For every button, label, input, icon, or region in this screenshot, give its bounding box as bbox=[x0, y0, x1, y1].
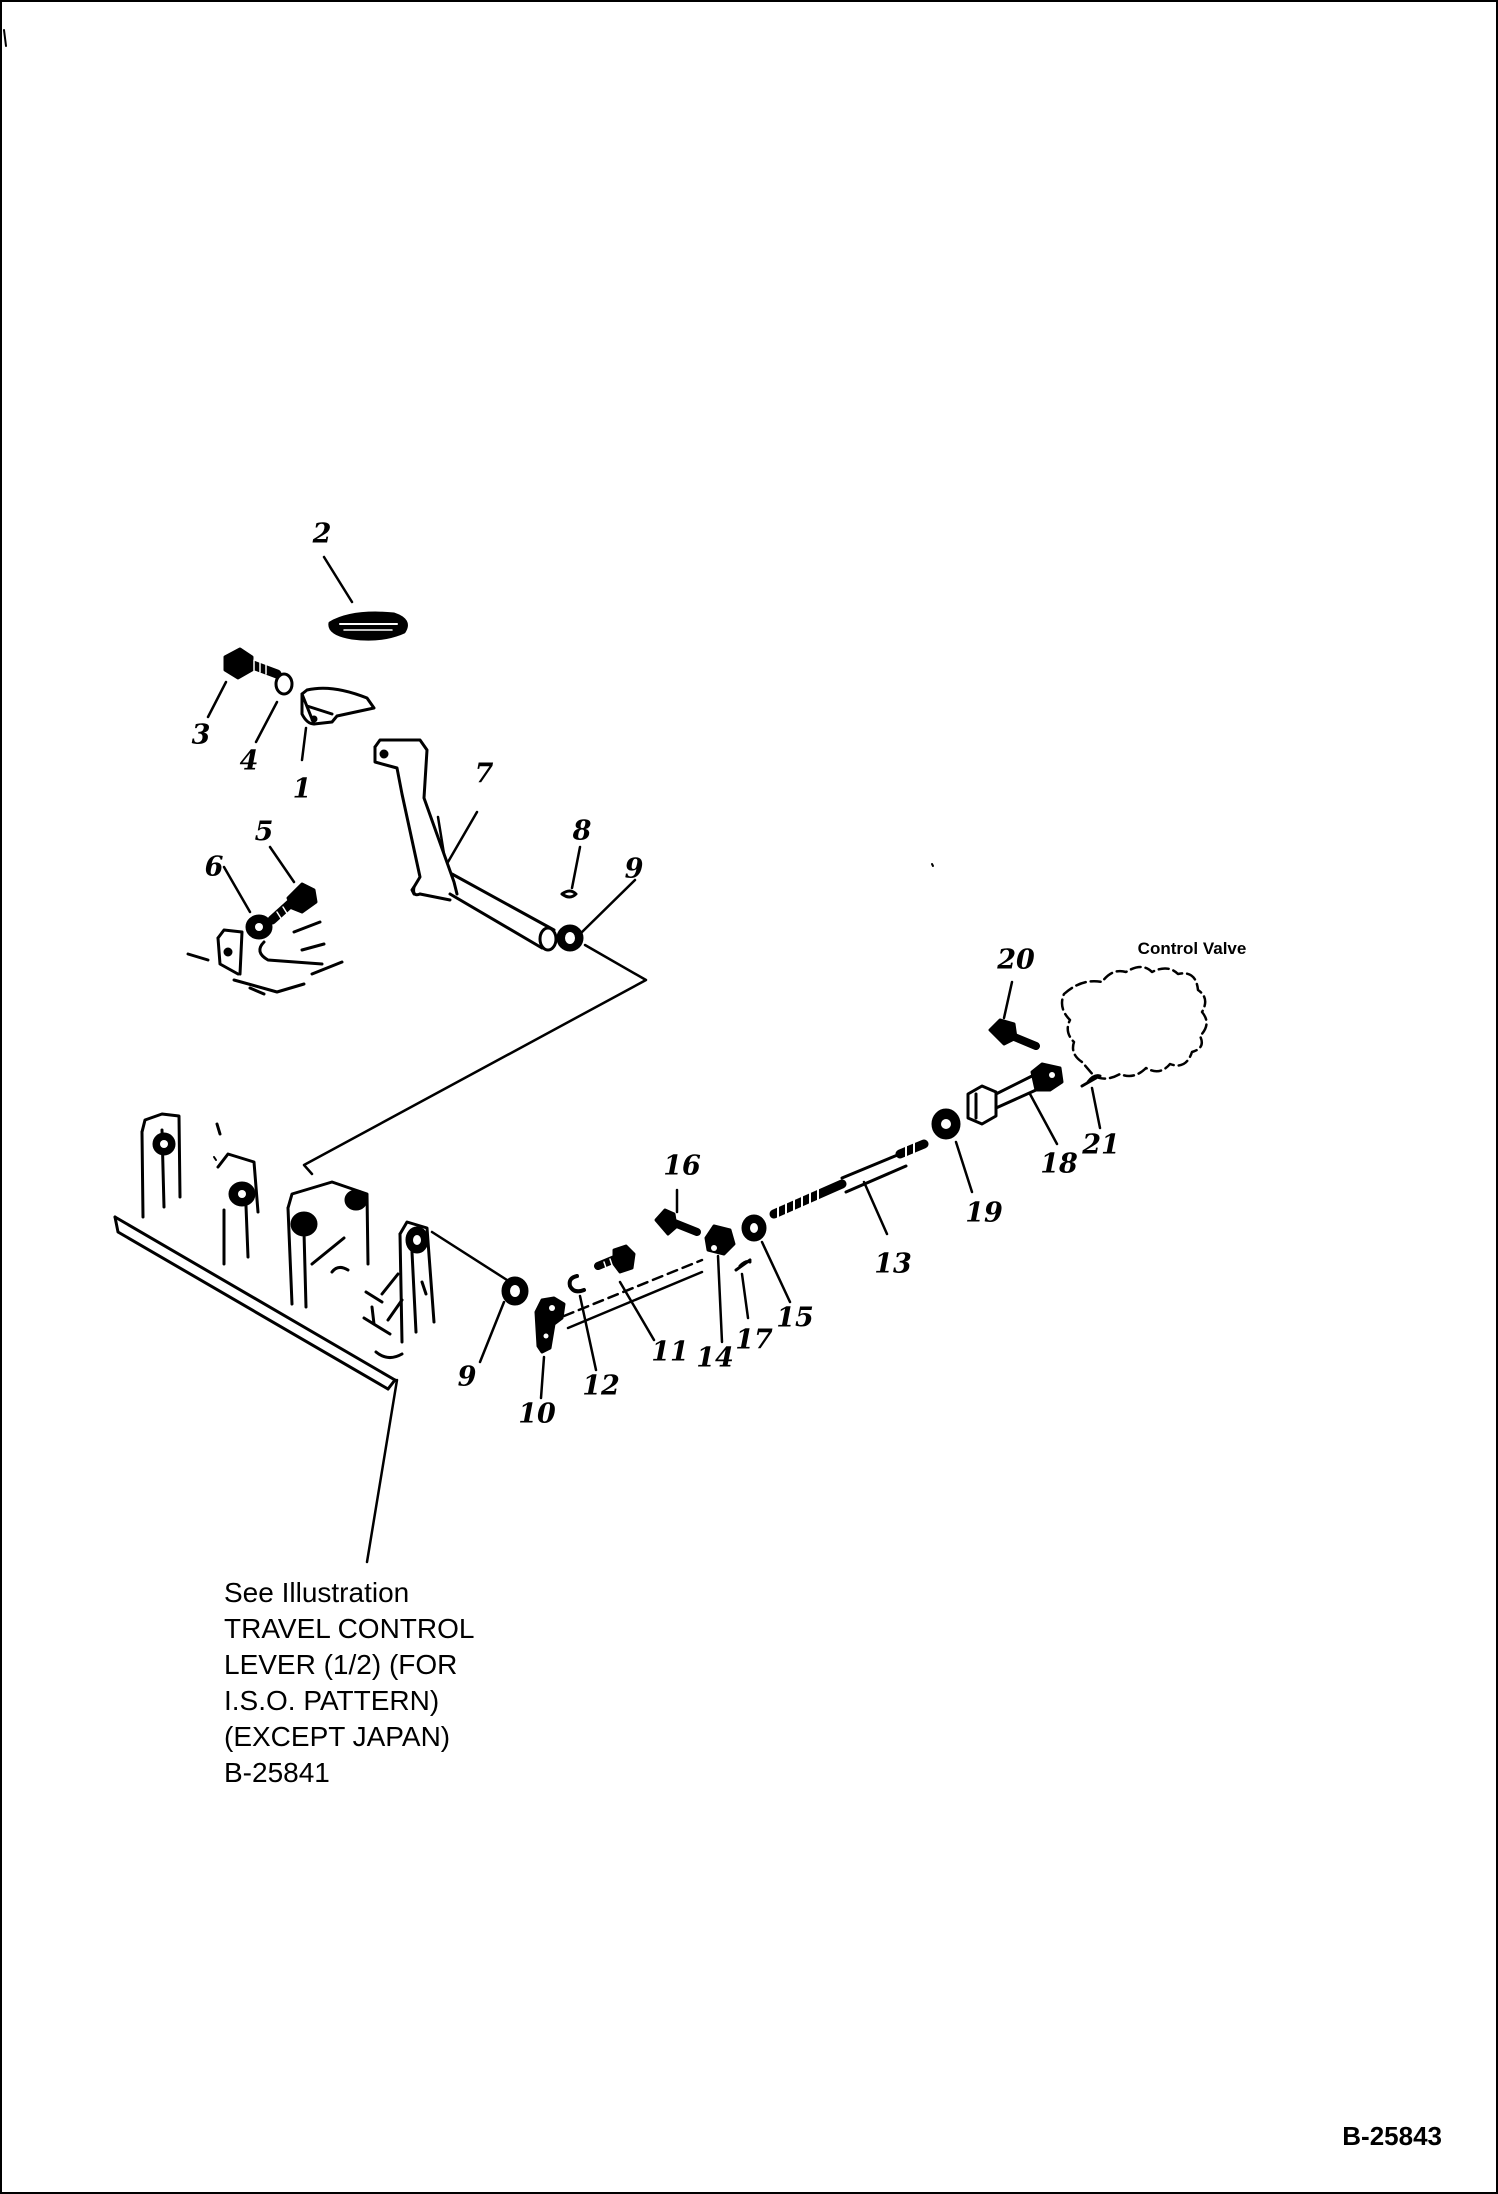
callout-8: 8 bbox=[572, 815, 592, 847]
base-plate-assembly bbox=[113, 1112, 436, 1391]
nut-part-19 bbox=[931, 1108, 961, 1140]
washer-part-4 bbox=[274, 672, 294, 696]
callout-5: 5 bbox=[254, 816, 274, 848]
bolt-part-5 bbox=[267, 882, 318, 925]
nut-part-6 bbox=[245, 914, 273, 940]
callout-20: 20 bbox=[997, 944, 1035, 976]
linkage-lines bbox=[302, 943, 704, 1330]
cotter-pin-part-17 bbox=[734, 1258, 752, 1272]
callout-4: 4 bbox=[239, 745, 259, 777]
callout-21: 21 bbox=[1082, 1129, 1120, 1161]
reference-note-line-6: B-25841 bbox=[224, 1757, 330, 1788]
callout-1: 1 bbox=[292, 773, 312, 805]
reference-note: See Illustration TRAVEL CONTROL LEVER (1… bbox=[224, 1575, 474, 1791]
control-valve-label: Control Valve bbox=[1137, 939, 1247, 958]
upper-mounting-bracket bbox=[186, 920, 344, 996]
callout-19: 19 bbox=[965, 1197, 1003, 1229]
reference-note-line-5: (EXCEPT JAPAN) bbox=[224, 1721, 451, 1752]
callout-10: 10 bbox=[518, 1398, 556, 1430]
callout-16: 16 bbox=[663, 1150, 701, 1182]
callout-3: 3 bbox=[191, 719, 211, 751]
callout-7: 7 bbox=[474, 758, 494, 790]
callout-9-lower: 9 bbox=[457, 1361, 477, 1393]
washer-part-12 bbox=[567, 1274, 586, 1294]
pedal-pad-part bbox=[328, 611, 408, 641]
clevis-part-18 bbox=[966, 1062, 1064, 1126]
bushing-part-9-lower bbox=[501, 1276, 529, 1306]
callout-13: 13 bbox=[874, 1248, 912, 1280]
nut-part-15 bbox=[741, 1214, 767, 1242]
control-valve-outline bbox=[1060, 965, 1208, 1080]
callout-17: 17 bbox=[735, 1324, 773, 1356]
reference-note-line-4: I.S.O. PATTERN) bbox=[224, 1685, 440, 1716]
callout-15: 15 bbox=[776, 1302, 814, 1334]
callout-14: 14 bbox=[696, 1342, 734, 1374]
pin-part-8 bbox=[560, 889, 578, 899]
callout-2: 2 bbox=[312, 518, 332, 550]
reference-note-line-2: TRAVEL CONTROL bbox=[224, 1613, 475, 1644]
callout-9-upper: 9 bbox=[624, 853, 644, 885]
pedal-bracket-part bbox=[300, 686, 376, 726]
bolt-part-20 bbox=[988, 1018, 1040, 1050]
pedal-lever-part bbox=[373, 738, 558, 952]
reference-note-line-1: See Illustration bbox=[224, 1577, 410, 1608]
bolt-part-16 bbox=[654, 1208, 701, 1236]
callout-6: 6 bbox=[204, 851, 224, 883]
reference-note-line-3: LEVER (1/2) (FOR bbox=[224, 1649, 458, 1680]
rod-part-13 bbox=[769, 1138, 929, 1221]
callout-12: 12 bbox=[582, 1370, 620, 1402]
lever-arm-part-10 bbox=[534, 1296, 566, 1354]
callout-11: 11 bbox=[651, 1336, 689, 1368]
drawing-number: B-25843 bbox=[1342, 2121, 1442, 2151]
callout-18: 18 bbox=[1040, 1148, 1078, 1180]
bolt-part-11 bbox=[594, 1244, 636, 1274]
bolt-part-3 bbox=[223, 647, 282, 680]
bushing-part-9-upper bbox=[556, 924, 584, 952]
joint-part-14 bbox=[704, 1224, 736, 1256]
leader-lines bbox=[206, 555, 1102, 1564]
